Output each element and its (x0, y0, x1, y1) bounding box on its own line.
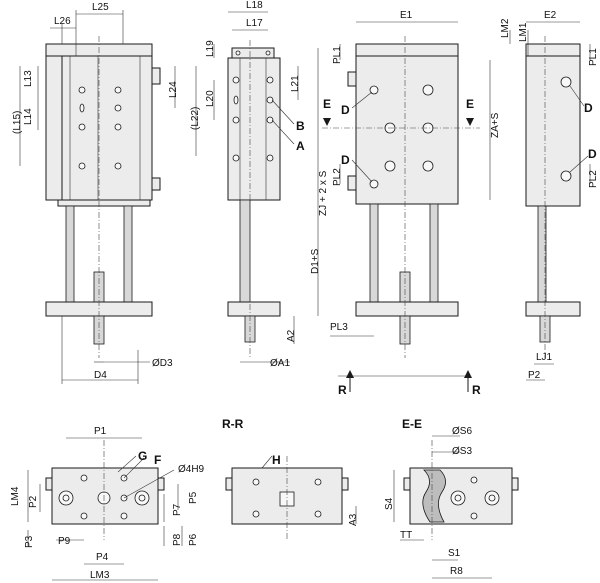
dim-D3: ØD3 (152, 358, 173, 369)
callout-D-4: D (588, 147, 597, 161)
dim-LM3: LM3 (90, 570, 110, 581)
dim-S6: ØS6 (452, 426, 472, 437)
dim-A2: A2 (286, 329, 297, 342)
callout-H: H (272, 453, 281, 467)
dim-P1: P1 (94, 426, 107, 437)
section-rr (225, 455, 357, 540)
section-title-ee: E-E (402, 417, 422, 431)
dim-L17: L17 (246, 18, 263, 29)
section-ee (393, 435, 519, 579)
dim-S1: S1 (448, 548, 461, 559)
dim-ZAS: ZA+S (490, 112, 501, 138)
dim-S3: ØS3 (452, 446, 472, 457)
dim-P9: P9 (58, 536, 71, 547)
dim-S4: S4 (384, 497, 395, 510)
callout-G: G (138, 449, 147, 463)
section-title-rr: R-R (222, 417, 244, 431)
dim-LM1: LM1 (518, 22, 529, 42)
side-view (195, 11, 319, 363)
end-view (27, 437, 183, 581)
dim-A1: ØA1 (270, 358, 290, 369)
callout-D-3: D (584, 101, 593, 115)
dim-R8: R8 (450, 566, 463, 577)
callout-R-right: R (472, 383, 481, 397)
dim-P7: P7 (172, 503, 183, 516)
dim-P3: P3 (24, 535, 35, 548)
port-view (322, 21, 480, 377)
dim-E2: E2 (544, 10, 557, 21)
dim-L26: L26 (54, 16, 71, 27)
dim-L15: (L15) (12, 111, 23, 134)
dim-LM4: LM4 (10, 486, 21, 506)
dim-A3: A3 (348, 513, 359, 526)
dim-L22: (L22) (190, 107, 201, 130)
dim-E1: E1 (400, 10, 413, 21)
callout-D-1: D (341, 103, 350, 117)
front-view (19, 10, 176, 384)
dim-PL1-right: PL1 (588, 48, 599, 66)
dim-D1S: D1+S (310, 248, 321, 274)
callout-D-2: D (341, 153, 350, 167)
dim-PL2: PL2 (332, 168, 343, 186)
dim-LM2: LM2 (500, 18, 511, 38)
dim-L14: L14 (23, 108, 34, 125)
right-view (489, 21, 591, 381)
callout-R-left: R (338, 383, 347, 397)
dim-P6: P6 (188, 533, 199, 546)
dim-P8: P8 (172, 533, 183, 546)
dim-P2: P2 (28, 495, 39, 508)
dim-LJ1: LJ1 (536, 352, 553, 363)
callout-B: B (296, 119, 305, 133)
dim-PL2-right: PL2 (588, 170, 599, 188)
dim-H9: Ø4H9 (178, 464, 205, 475)
dim-L18: L18 (246, 0, 263, 11)
dim-P5: P5 (188, 491, 199, 504)
dim-L21: L21 (290, 75, 301, 92)
dim-L24: L24 (168, 81, 179, 98)
dim-L20: L20 (205, 90, 216, 107)
dim-D4: D4 (94, 370, 107, 381)
callout-F: F (154, 453, 161, 467)
dim-P4: P4 (96, 552, 109, 563)
dim-TT: TT (400, 530, 412, 541)
dim-L19: L19 (205, 40, 216, 57)
dim-PL1: PL1 (332, 46, 343, 64)
callout-E-left: E (323, 97, 331, 111)
dim-ZJ: ZJ + 2 x S (318, 170, 329, 216)
callout-E-right: E (466, 97, 474, 111)
dim-PL3: PL3 (330, 322, 348, 333)
callout-A: A (296, 139, 305, 153)
dim-L25: L25 (92, 2, 109, 13)
dim-P2-right: P2 (528, 370, 541, 381)
dim-L13: L13 (23, 70, 34, 87)
